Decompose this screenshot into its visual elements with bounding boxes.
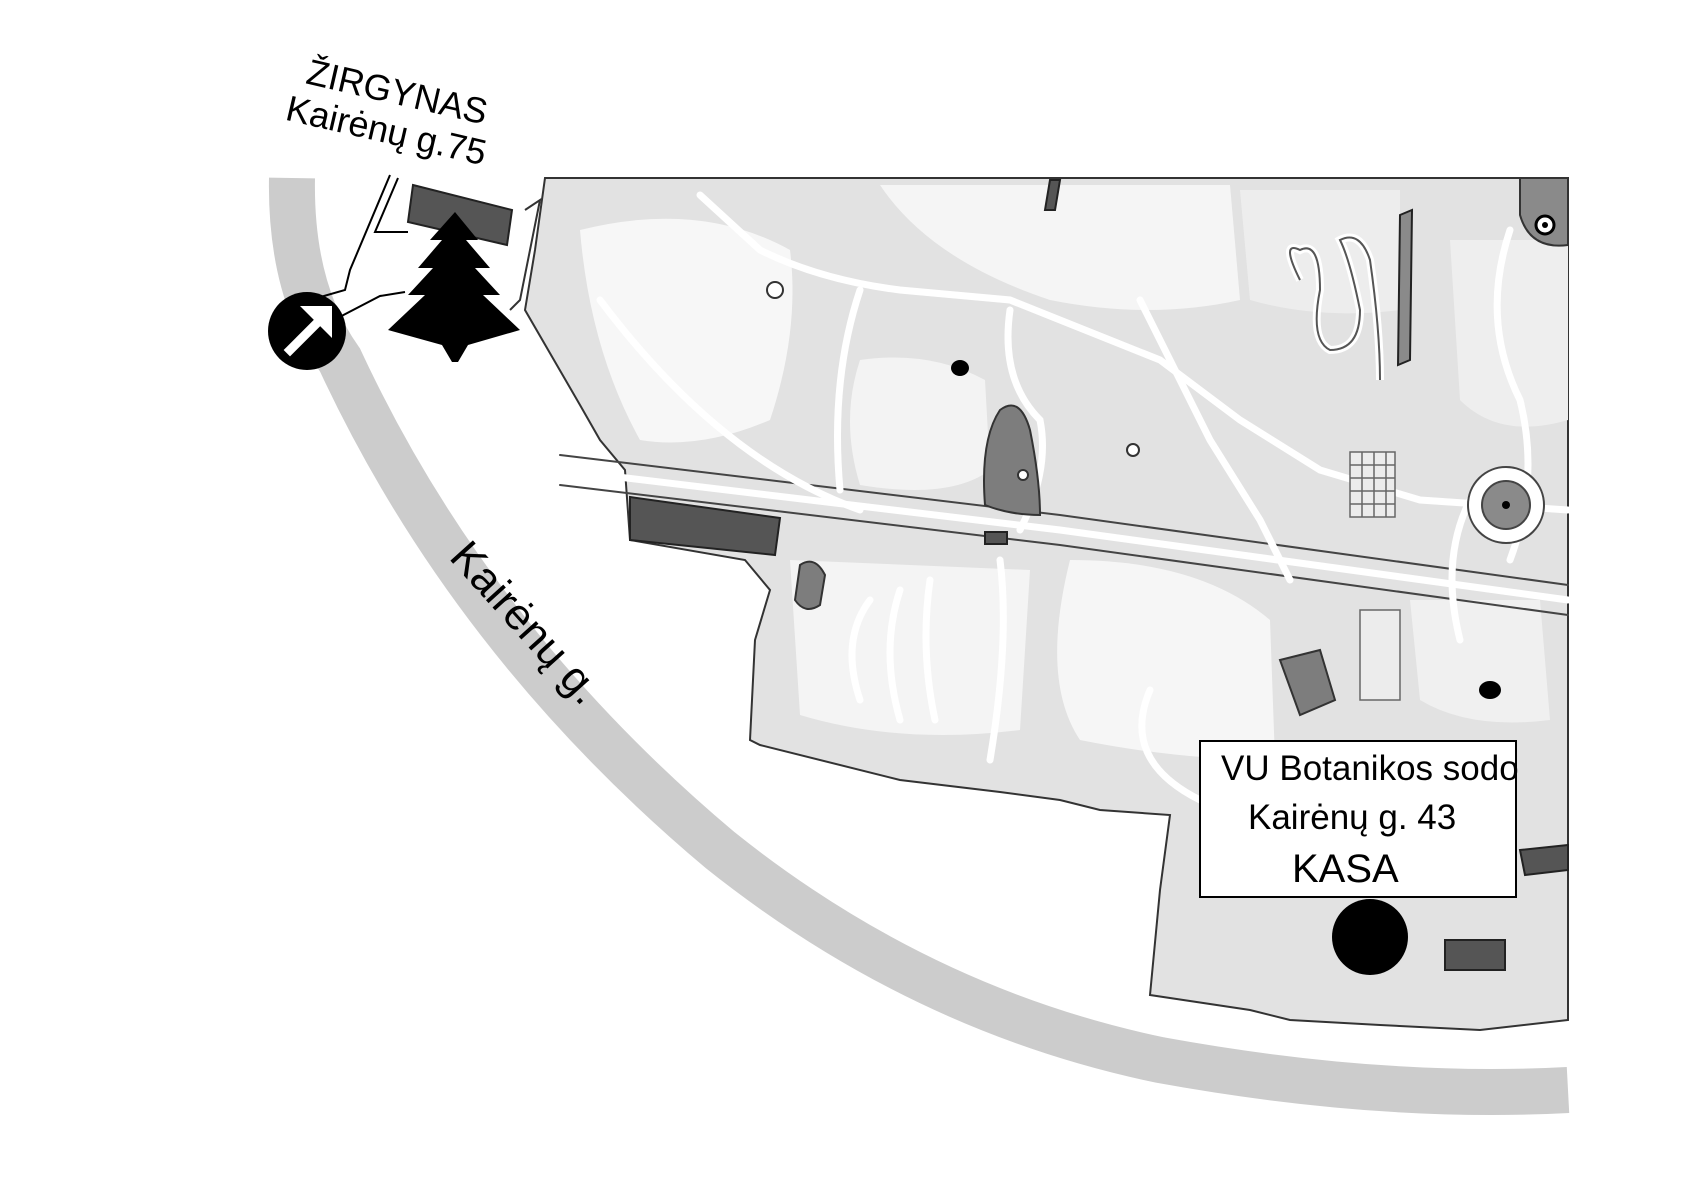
nursery-plots <box>1349 451 1401 701</box>
arrow-up-right-icon[interactable] <box>268 292 346 370</box>
zirgynas-site <box>309 174 542 323</box>
pond-small <box>793 560 827 610</box>
kairenu-road <box>268 177 1570 1115</box>
tree-icon <box>388 212 520 362</box>
small-circles <box>766 281 1140 481</box>
pond-lower <box>1278 648 1337 717</box>
roundabout <box>1467 466 1545 544</box>
botanikos-name: VU Botanikos sodo <box>1221 749 1519 788</box>
location-dot-icon[interactable] <box>1332 899 1408 975</box>
ticket-office-label: KASA <box>1292 847 1399 891</box>
botanikos-address: Kairėnų g. 43 <box>1248 798 1457 837</box>
buildings <box>629 179 1569 971</box>
park-paths <box>556 191 1572 804</box>
pond <box>983 404 1042 517</box>
botanikos-info-box[interactable]: VU Botanikos sodo Kairėnų g. 43 KASA <box>1199 740 1519 898</box>
point-markers <box>951 360 1501 699</box>
pond-top-right <box>1519 177 1569 247</box>
